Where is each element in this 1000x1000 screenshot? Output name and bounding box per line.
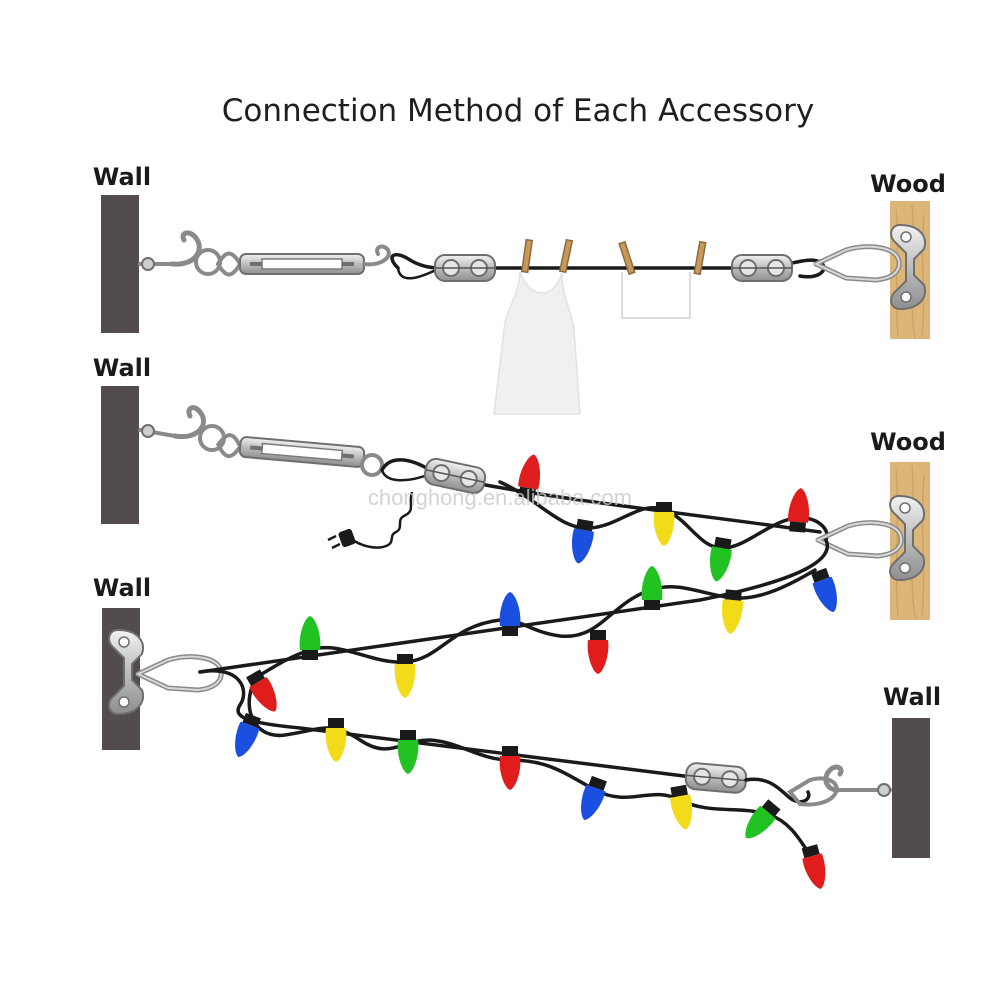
clothespin-icon [520,238,707,276]
wall-block [101,195,139,333]
screw-hook-icon [138,230,202,271]
screw-hook-icon [823,764,892,797]
row-2: Wall Wood [93,354,946,620]
diagram-title: Connection Method of Each Accessory [222,93,814,129]
label-wall: Wall [93,574,151,602]
ring-icon [194,248,222,276]
screw-hook-icon [138,405,207,440]
label-wood: Wood [870,428,946,456]
label-wall: Wall [93,163,151,191]
wood-block [890,462,930,620]
cloth-icon [621,272,691,319]
watermark: chonghong.en.alibaba.com [368,485,632,510]
label-wall: Wall [93,354,151,382]
carabiner-icon [786,776,839,807]
wall-block [892,718,930,858]
wall-block [101,386,139,524]
row-1: Wall Wood [93,163,946,415]
power-plug-icon [327,491,414,550]
hook-end-icon [360,453,384,477]
tank-top-icon [493,271,581,415]
row-3: Wall Wall [93,538,941,892]
label-wood: Wood [870,170,946,198]
label-wall: Wall [883,683,941,711]
hook-end-icon [362,244,391,267]
